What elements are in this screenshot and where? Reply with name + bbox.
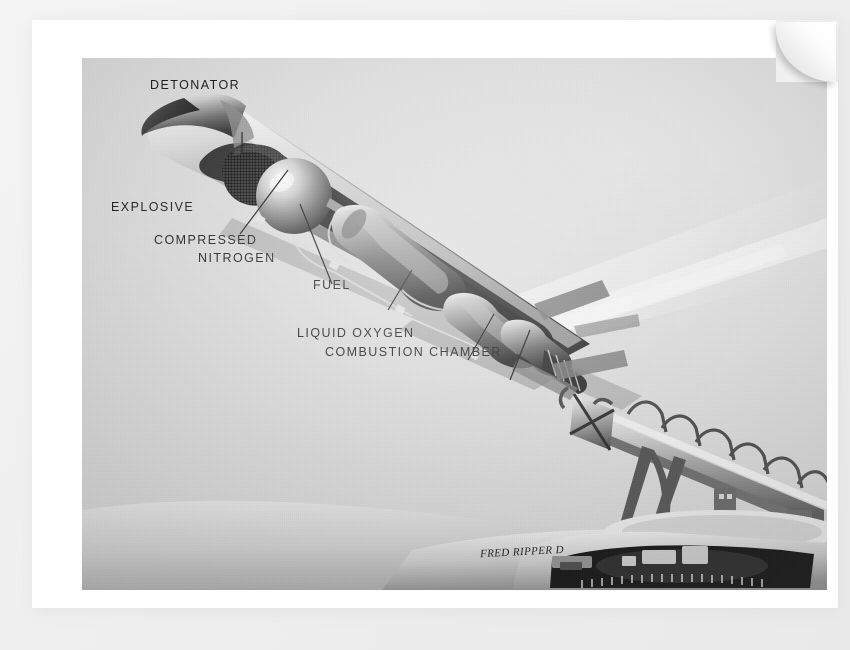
gear-ring-teeth bbox=[581, 574, 763, 588]
label-liquid-oxygen: LIQUID OXYGEN bbox=[297, 326, 415, 340]
label-leader-lines bbox=[239, 132, 531, 381]
label-detonator: DETONATOR bbox=[150, 78, 241, 92]
label-nitrogen: NITROGEN bbox=[198, 251, 276, 265]
nose-cone bbox=[141, 93, 254, 148]
tail-fins bbox=[512, 280, 640, 400]
leader-nitrogen bbox=[299, 203, 333, 285]
detonator-tip bbox=[141, 98, 200, 136]
leader-liquid-oxygen bbox=[467, 313, 495, 361]
internal-plumbing bbox=[291, 217, 445, 317]
gear-pit-cutaway bbox=[512, 531, 827, 590]
leader-explosive bbox=[239, 169, 289, 235]
pit-machinery bbox=[552, 546, 708, 570]
label-compressed: COMPRESSED bbox=[154, 233, 258, 247]
photograph-area: DETONATOR EXPLOSIVE COMPRESSED NITROGEN … bbox=[82, 58, 827, 590]
label-fuel: FUEL bbox=[313, 278, 351, 292]
fuel-tank bbox=[331, 204, 467, 312]
rocket-cutaway-illustration bbox=[82, 93, 827, 590]
label-explosive: EXPLOSIVE bbox=[111, 200, 195, 214]
vapor-trail bbox=[482, 178, 827, 358]
rail-rungs bbox=[626, 400, 827, 489]
rail-head-truss bbox=[558, 386, 615, 451]
leader-combustion-chamber bbox=[509, 329, 531, 381]
leader-fuel bbox=[387, 269, 413, 311]
rail-support-legs bbox=[620, 446, 686, 528]
rocket-body bbox=[141, 93, 640, 400]
photo-mat-border: DETONATOR EXPLOSIVE COMPRESSED NITROGEN … bbox=[32, 20, 838, 608]
label-combustion-chamber: COMBUSTION CHAMBER bbox=[325, 345, 502, 359]
